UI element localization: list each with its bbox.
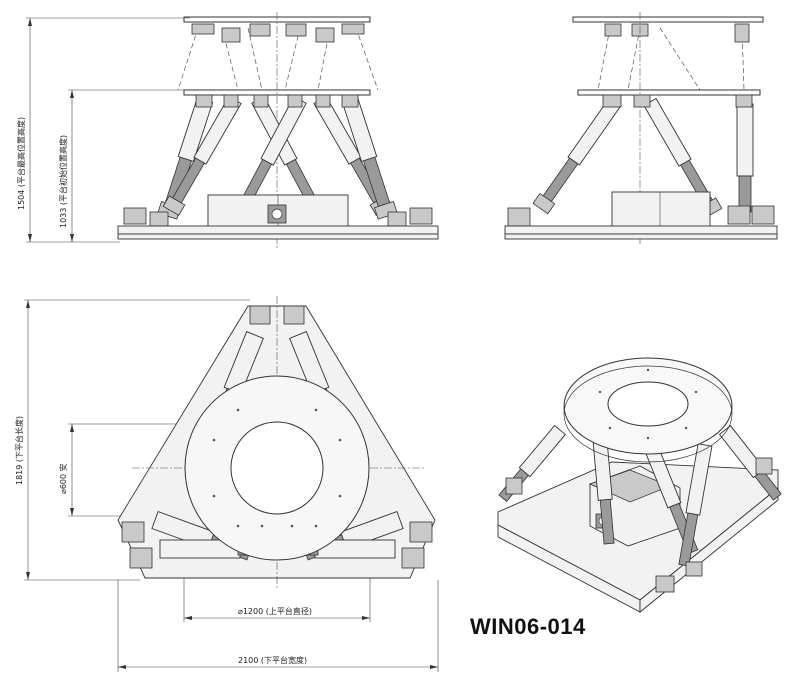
top-joints: [195, 94, 359, 108]
lower-length-label: 1819 (下平台长度): [14, 416, 24, 485]
max-height-label: 1504 (平台最高位置高度): [16, 117, 26, 210]
lower-width-label: 2100 (下平台宽度): [238, 655, 307, 665]
base-plate-side: [504, 225, 778, 235]
upper-platform-side: [577, 89, 761, 96]
side-actuators: [532, 97, 754, 218]
model-code-label: WIN06-014: [470, 614, 586, 639]
upper-diameter-label: ⌀1200 (上平台直径): [238, 606, 312, 616]
hole-diameter-label: ⌀600 安: [58, 463, 68, 494]
top-view: 1819 (下平台长度) ⌀600 安 ⌀1200 (上平台直径) 2100 (…: [14, 296, 439, 672]
side-view: [504, 12, 778, 245]
isometric-view: [497, 357, 782, 613]
initial-height-label: 1033 (平台初始位置高度): [58, 135, 68, 228]
front-view: 1504 (平台最高位置高度) 1033 (平台初始位置高度): [16, 12, 439, 250]
front-actuators: [157, 95, 398, 220]
base-joints-front: [123, 207, 433, 227]
base-plate-front: [117, 225, 439, 235]
height-dimension-lines: [26, 17, 190, 243]
raised-platform-ghost: [177, 16, 379, 91]
